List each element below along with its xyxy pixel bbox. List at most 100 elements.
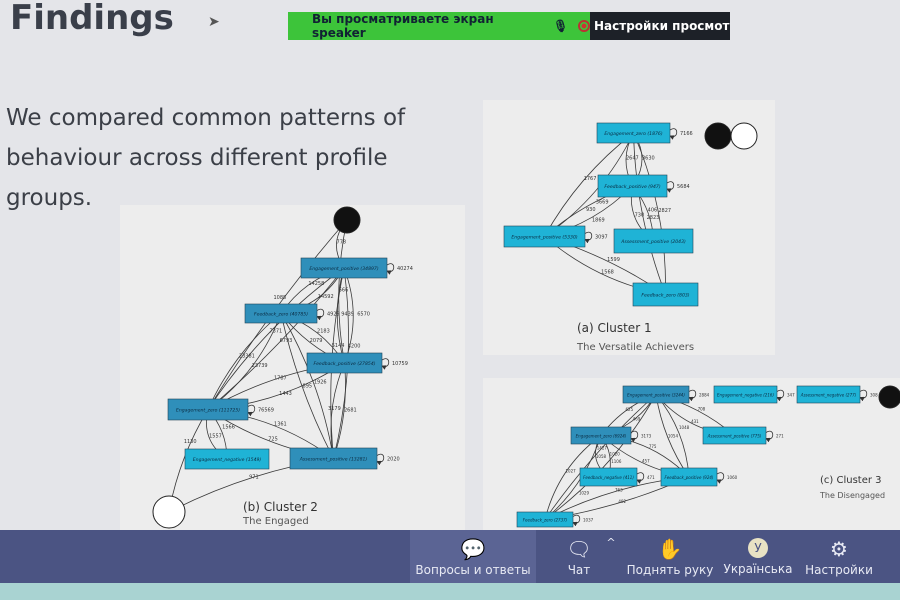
self-loop-edge [636,472,645,484]
raise-hand-label: Поднять руку [626,562,714,577]
end-node-icon [152,495,186,529]
edge-label: 1037 [583,518,594,523]
edge-label: 1048 [679,425,690,430]
transition-edge [207,267,345,411]
transition-edge [544,393,657,520]
edge-label: 7166 [680,131,693,137]
edge-label: 763 [615,488,623,493]
graph-node [597,174,668,198]
screen-share-text: Вы просматриваете экран speaker [312,12,494,40]
start-node-icon [333,206,361,234]
edge-label: 469 [633,417,641,422]
graph-node [300,257,388,279]
self-loop-edge [381,358,390,370]
self-loop-edge [669,128,678,140]
chat-button[interactable]: 🗨 Чат [555,530,603,583]
settings-label: Настройки [805,562,873,577]
graph-node-label: Engagement_zero (1876) [604,131,662,137]
chat-icon: 🗨 [566,536,592,561]
self-loop-edge [630,430,639,443]
mic-muted-icon[interactable]: 🎙 [552,19,569,33]
graph-node-label: Engagement_positive (3244) [627,393,685,398]
cluster-1-caption: (a) Cluster 1 [577,321,652,335]
edge-label: 1767 [584,176,597,182]
node-layer: Engagement_zero (1876) Feedback_positive … [152,122,900,529]
screen-share-banner: Вы просматриваете экран speaker 🎙 [288,12,590,40]
language-button[interactable]: У Українська [722,530,794,583]
graph-node [702,426,767,445]
edge-label: 3179 [328,406,341,412]
edge-label: 6570 [357,311,370,317]
edge-label: 778 [337,239,347,245]
edge-label: 1566 [222,424,235,430]
record-icon[interactable] [578,20,590,32]
edge-label: 708 [698,407,706,412]
edge-label: 1054 [668,434,679,439]
graph-node [579,467,638,487]
cluster-2-panel [120,205,465,530]
self-loop-edge [765,430,774,443]
edge-label: 3669 [596,200,609,206]
graph-node-label: Assessment_negative (277) [800,393,857,398]
edge-label: 895 [303,384,313,390]
graph-node-label: Feedback_zero (2737) [523,518,568,523]
edge-label: 308 [870,393,878,398]
edge-label: 1029 [579,490,590,495]
language-avatar: У [748,537,768,558]
self-loop-edge [247,404,256,417]
edge-label: 1020 [610,451,621,456]
self-loop-edge [572,514,581,527]
graph-node-label: Engagement_positive (34897) [309,266,378,272]
transition-edge [280,313,334,460]
qa-button[interactable]: 💬 Вопросы и ответы [410,530,536,583]
edge-label: 4200 [348,344,361,350]
edge-label: 1058 [596,454,607,459]
edge-label: 471 [647,475,655,480]
graph-node [660,467,718,487]
edge-label: 14592 [318,294,334,300]
edge-label: 457 [642,459,650,464]
graph-node-label: Engagement_zero (111725) [176,408,240,414]
edge-label: 4929 [327,312,340,318]
edge-label: 1060 [727,475,738,480]
language-label: Українська [723,561,793,576]
edge-label: 971 [249,475,259,481]
edge-label: 2020 [387,457,400,463]
self-loop-edge [776,389,785,402]
edge-label: 23381 [239,353,255,359]
view-settings-button[interactable]: Настройки просмотра [590,12,730,40]
graph-node [596,122,671,144]
edge-label: 5684 [677,184,690,190]
edge-label: 3097 [595,235,608,241]
edge-label: 2827 [658,208,671,214]
edge-label: 76569 [258,408,274,414]
edge-label: 431 [691,419,699,424]
self-loop-edge [376,453,385,466]
graph-node [244,303,318,324]
cluster-2-subtitle: The Engaged [243,516,309,527]
graph-node-label: Assessment_positive (13281) [299,457,368,463]
graph-node [167,398,249,421]
edge-label: 1926 [314,380,327,386]
self-loop-edge [716,472,725,484]
self-loop-edge [584,231,593,244]
raise-hand-button[interactable]: ✋ Поднять руку [625,530,715,583]
self-loop-edge [316,308,325,321]
graph-node-label: Feedback_positive (947) [604,184,660,190]
settings-button[interactable]: ⚙ Настройки [805,530,873,583]
graph-node-label: Engagement_positive (5330) [511,235,578,241]
chat-options-caret-icon[interactable]: ^ [606,536,616,549]
graph-node-label: Feedback_zero (40785) [254,312,308,318]
transition-edge [632,132,666,295]
edge-label: 10759 [392,361,408,367]
graph-node [613,228,694,254]
edge-label: 2183 [317,329,330,335]
self-loop-edge [386,263,395,275]
edge-label: 2823 [647,215,660,221]
edge-label: 1027 [566,469,577,474]
graph-node [570,426,632,445]
graph-node [306,352,383,374]
edge-label: 40274 [397,266,413,272]
graph-node-label: Engagement_zero (6924) [576,434,627,439]
